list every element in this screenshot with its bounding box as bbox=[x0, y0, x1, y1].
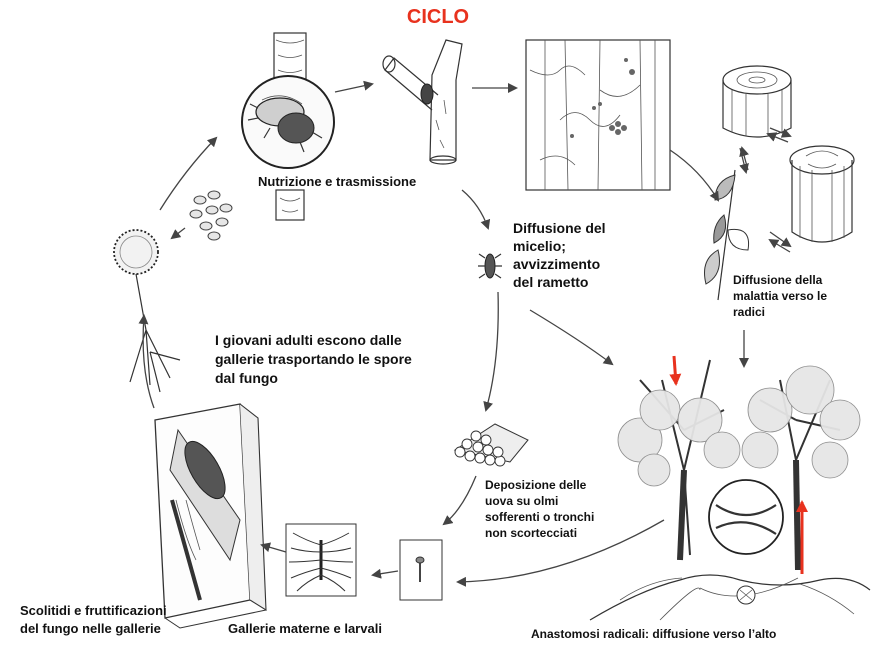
diagram-title: CICLO bbox=[0, 6, 876, 29]
label-roots: Diffusione della malattia verso le radic… bbox=[733, 272, 827, 320]
label-young-adults: I giovani adulti escono dalle gallerie t… bbox=[215, 331, 412, 388]
label-nutrition: Nutrizione e trasmissione bbox=[258, 173, 416, 190]
gallery-pattern-icon bbox=[286, 524, 356, 596]
label-mycelium: Diffusione del micelio; avvizzimento del… bbox=[513, 219, 606, 291]
label-galleries: Gallerie materne e larvali bbox=[228, 620, 382, 637]
label-anastomosis: Anastomosi radicali: diffusione verso l’… bbox=[531, 626, 776, 642]
fungus-fruiting-body-icon bbox=[114, 230, 180, 392]
beetle-feeding-icon bbox=[242, 33, 334, 220]
larva-icon bbox=[400, 540, 442, 600]
root-graft-icon bbox=[709, 480, 783, 604]
log-section-icon bbox=[723, 66, 854, 242]
woodpile-icon bbox=[455, 424, 528, 466]
twig-icon bbox=[383, 40, 462, 164]
wood-microscope-icon bbox=[526, 40, 670, 190]
label-scolytids: Scolitidi e fruttificazioni del fungo ne… bbox=[20, 602, 167, 638]
beetle-small-icon bbox=[478, 254, 502, 278]
red-arrow-down bbox=[674, 356, 676, 384]
spores-icon bbox=[190, 191, 232, 240]
bark-gallery-icon bbox=[155, 404, 266, 628]
label-eggs: Deposizione delle uova su olmi sofferent… bbox=[485, 477, 594, 541]
